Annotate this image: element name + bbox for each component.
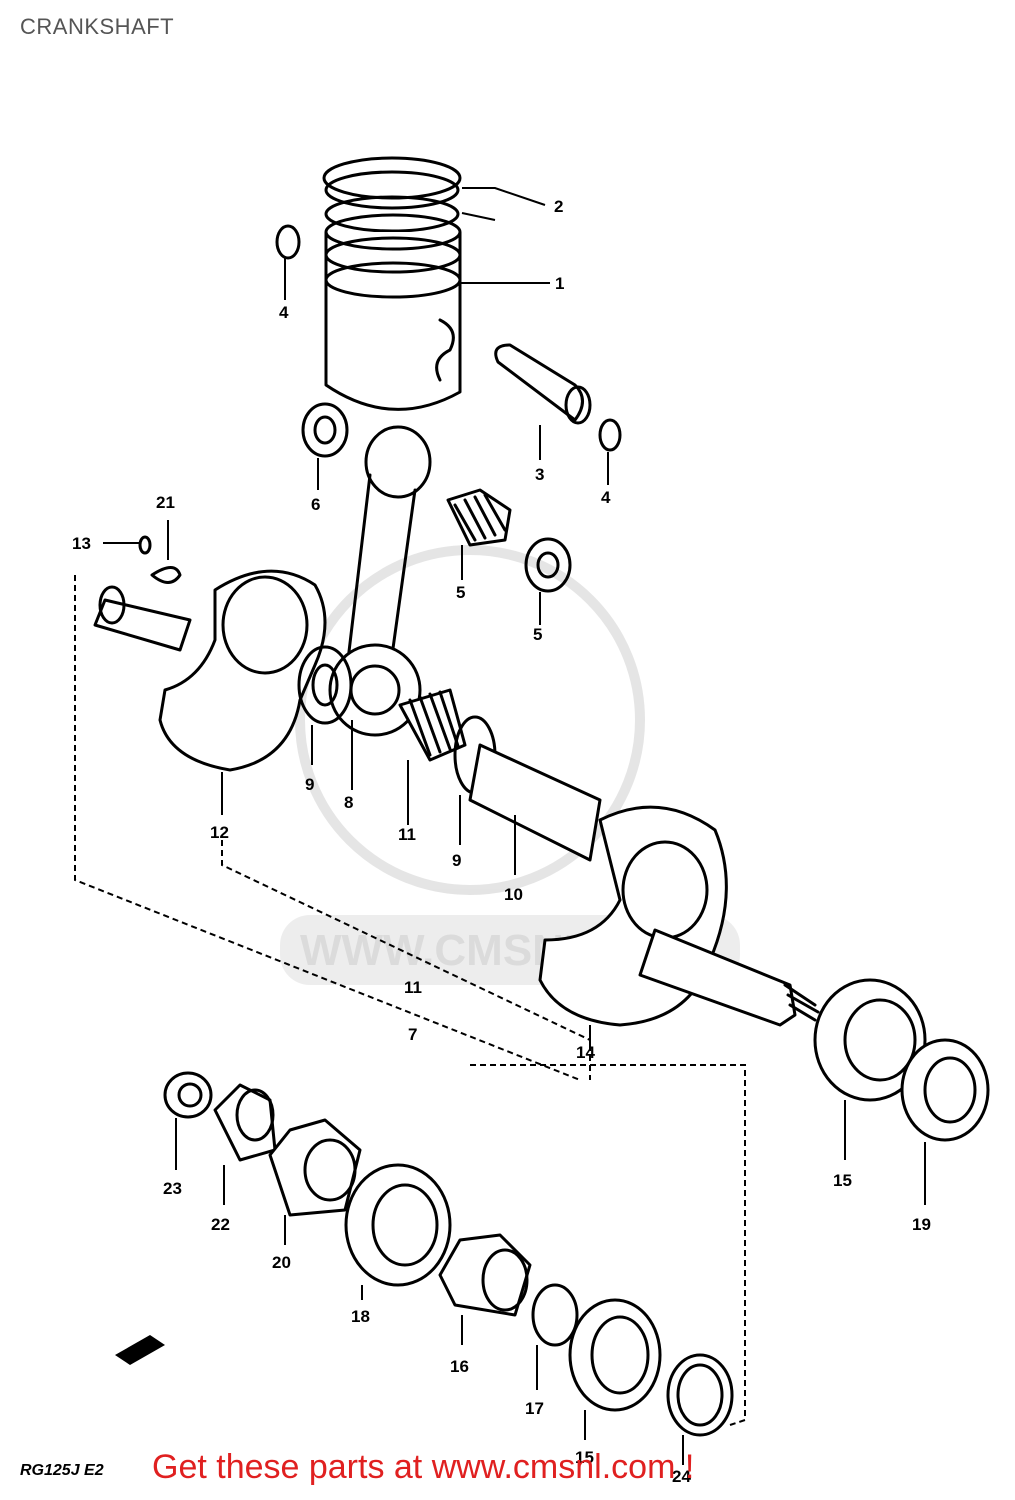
thrust-washer-9 (297, 645, 353, 725)
circlip-left (275, 224, 301, 260)
callout-7: 7 (408, 1025, 417, 1044)
callout-14: 14 (576, 1043, 595, 1062)
callout-13: 13 (72, 534, 91, 553)
piston-pin (494, 343, 592, 425)
washer-6 (301, 402, 349, 458)
piston-rings (322, 156, 462, 233)
oil-seal-19 (900, 1038, 990, 1142)
direction-arrow-icon (115, 1335, 165, 1365)
callout-15a: 15 (833, 1171, 852, 1190)
needle-bearing-5 (446, 488, 512, 547)
leader-lines (74, 187, 926, 1465)
crank-web-right (538, 805, 820, 1027)
gear-20 (268, 1118, 362, 1217)
oil-seal-18 (344, 1163, 452, 1287)
diagram-title: CRANKSHAFT (20, 14, 175, 39)
connecting-rod (328, 425, 432, 737)
crank-pin (468, 743, 602, 862)
callout-5: 5 (456, 583, 465, 602)
callout-19: 19 (912, 1215, 931, 1234)
callout-3: 3 (535, 465, 544, 484)
callout-24: 24 (672, 1467, 691, 1486)
model-code: RG125J E2 (20, 1462, 104, 1479)
crank-bearing-11 (398, 688, 467, 762)
bearing-15-left (568, 1298, 662, 1412)
callout-4b: 4 (601, 488, 611, 507)
callout-12: 12 (210, 823, 229, 842)
callout-10: 10 (504, 885, 523, 904)
callout-2: 2 (554, 197, 563, 216)
callout-8: 8 (344, 793, 353, 812)
spacer-16 (438, 1233, 532, 1317)
callout-11b: 11 (404, 978, 422, 997)
nut-23 (163, 1071, 213, 1119)
callout-6: 6 (311, 495, 320, 514)
woodruff-key (150, 566, 182, 584)
washer-5 (524, 537, 572, 593)
gear-22 (213, 1083, 277, 1162)
callout-labels: 2 1 4 3 4 6 21 13 5 5 9 8 11 12 9 10 11 … (72, 197, 931, 1486)
callout-20: 20 (272, 1253, 291, 1272)
callout-15b: 15 (575, 1448, 594, 1467)
bearing-15-right (813, 978, 927, 1102)
callout-1: 1 (555, 274, 564, 293)
callout-4a: 4 (279, 303, 289, 322)
callout-9b: 9 (452, 851, 461, 870)
promo-link[interactable]: Get these parts at www.cmsnl.com ! (152, 1448, 695, 1486)
callout-9a: 9 (305, 775, 314, 794)
callout-22: 22 (211, 1215, 230, 1234)
callout-23: 23 (163, 1179, 182, 1198)
circlip-right (598, 418, 622, 452)
crank-web-left (93, 569, 327, 772)
callout-11a: 11 (398, 825, 416, 844)
nut-13 (138, 535, 152, 555)
callout-16: 16 (450, 1357, 469, 1376)
callout-21: 21 (156, 493, 175, 512)
piston (324, 213, 462, 411)
seal-24 (666, 1353, 734, 1437)
callout-17: 17 (525, 1399, 544, 1418)
callout-5b: 5 (533, 625, 542, 644)
shim-17 (531, 1283, 579, 1347)
callout-18: 18 (351, 1307, 370, 1326)
